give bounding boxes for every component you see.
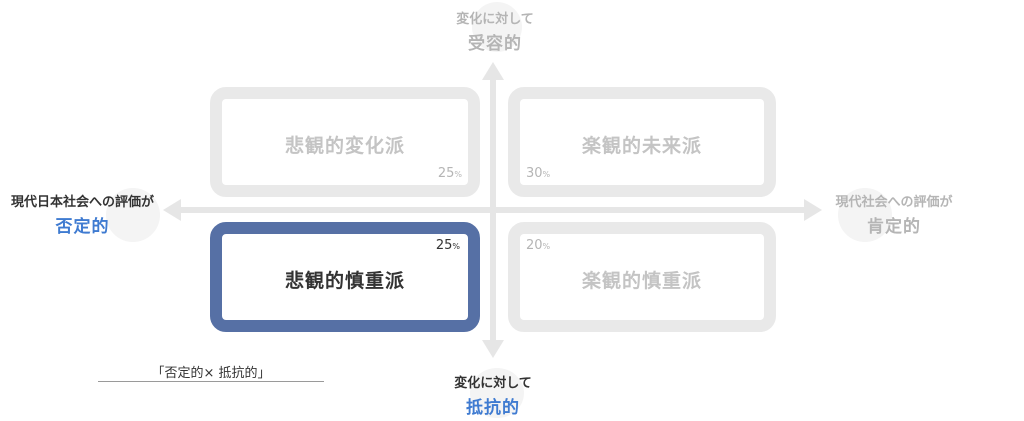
- axis-label-left-big: 否定的: [55, 217, 110, 237]
- selection-caption-text: 「否定的× 抵抗的」: [151, 366, 271, 381]
- axis-label-left-small: 現代日本社会への評価が: [10, 195, 154, 210]
- quadrant-name: 楽観的慎重派: [581, 270, 702, 292]
- arrow-up-icon: [482, 62, 504, 80]
- bottom-label-halo: [470, 368, 524, 418]
- quadrant-name: 悲観的慎重派: [284, 270, 405, 292]
- axis-label-top-small: 変化に対して: [456, 12, 534, 27]
- axis-label-right-small: 現代社会への評価が: [835, 195, 953, 210]
- axis-label-bottom: 変化に対して 抵抗的: [393, 372, 593, 418]
- axis-label-right-big: 肯定的: [867, 217, 921, 237]
- axis-label-top: 変化に対して 受容的: [395, 8, 595, 54]
- arrow-right-icon: [804, 199, 822, 221]
- quadrant-percent: 20%: [526, 238, 551, 253]
- right-label-halo: [838, 188, 892, 242]
- top-label-halo: [472, 2, 522, 52]
- axis-label-bottom-big: 抵抗的: [466, 398, 520, 418]
- axis-label-left: 現代日本社会への評価が 否定的: [0, 191, 165, 237]
- quadrant-percent: 25%: [435, 238, 460, 253]
- quadrant-name: 楽観的未来派: [581, 135, 702, 157]
- quadrant-bottom-right[interactable]: 楽観的慎重派 20%: [508, 222, 776, 332]
- quadrant-percent: 30%: [526, 166, 551, 181]
- quadrant-percent: 25%: [437, 166, 462, 181]
- selection-caption: 「否定的× 抵抗的」: [98, 362, 324, 381]
- quadrant-top-left[interactable]: 悲観的変化派 25%: [210, 87, 480, 197]
- arrow-left-icon: [163, 199, 181, 221]
- arrow-down-icon: [482, 340, 504, 358]
- left-label-halo: [106, 188, 160, 242]
- quadrant-bottom-left[interactable]: 悲観的慎重派 25%: [210, 222, 480, 332]
- horizontal-axis: [178, 207, 806, 213]
- quadrant-top-right[interactable]: 楽観的未来派 30%: [508, 87, 776, 197]
- axis-label-top-big: 受容的: [468, 34, 522, 54]
- axis-label-right: 現代社会への評価が 肯定的: [814, 191, 974, 237]
- axis-label-bottom-small: 変化に対して: [454, 376, 532, 391]
- caption-underline: [98, 381, 324, 382]
- vertical-axis: [490, 78, 496, 348]
- quadrant-name: 悲観的変化派: [284, 135, 405, 157]
